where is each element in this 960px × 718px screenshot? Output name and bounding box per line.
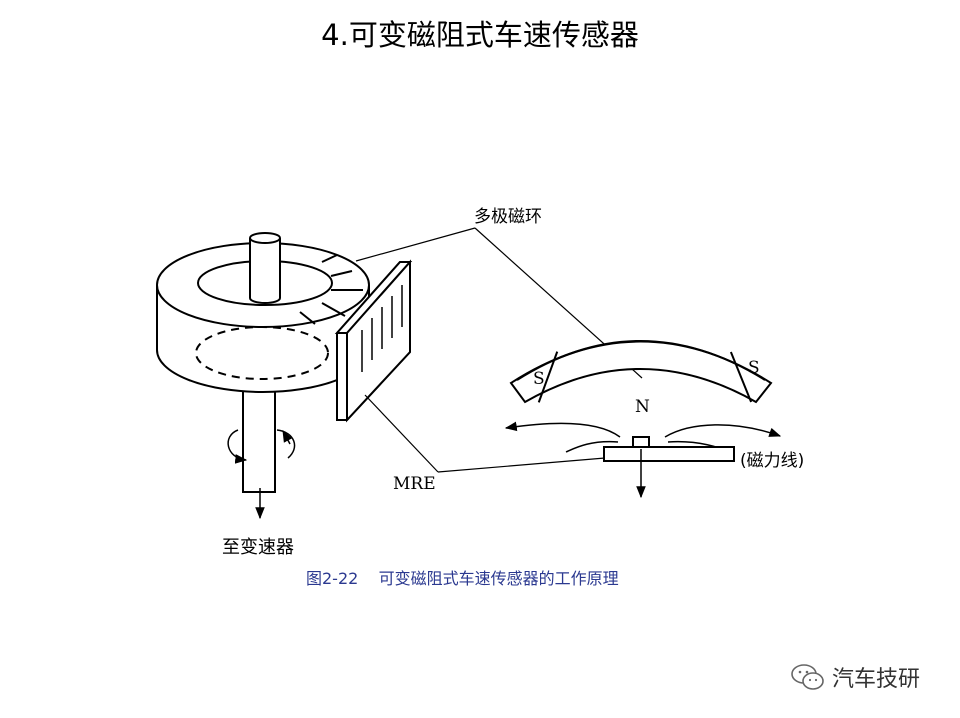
- page-title: 4.可变磁阻式车速传感器: [321, 18, 639, 52]
- label-flux-lines: (磁力线): [740, 451, 805, 471]
- label-multipole-ring: 多极磁环: [474, 207, 542, 227]
- wechat-icon: [791, 664, 824, 690]
- watermark: 汽车技研: [790, 661, 920, 693]
- label-pole-s-left: S: [533, 369, 545, 389]
- label-pole-n: N: [635, 397, 650, 417]
- mre-plate: [334, 259, 413, 423]
- sensor-element: [603, 436, 735, 462]
- magnet-ring-assembly: [156, 232, 370, 493]
- hidden-ellipse: [195, 326, 329, 380]
- label-pole-s-right: S: [748, 358, 760, 378]
- lower-shaft: [242, 387, 276, 493]
- arc-magnet: [509, 340, 773, 404]
- rotation-arrow: [227, 429, 296, 464]
- watermark-text: 汽车技研: [832, 667, 921, 692]
- upper-shaft: [249, 238, 281, 304]
- figure-caption: 图2-22 可变磁阻式车速传感器的工作原理: [306, 569, 619, 588]
- label-to-transmission: 至变速器: [222, 537, 294, 558]
- label-mre: MRE: [393, 474, 436, 494]
